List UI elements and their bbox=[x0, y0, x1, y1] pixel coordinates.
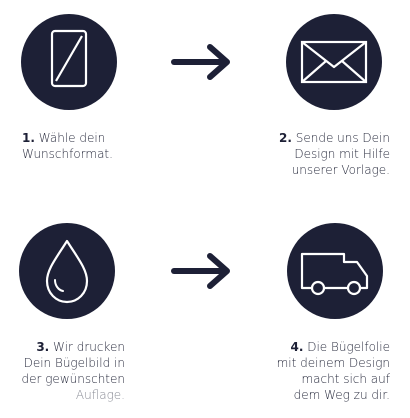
step-line: mit deinem Design bbox=[276, 356, 390, 370]
step-line: Dein Bügelbild in bbox=[23, 356, 125, 370]
step-number: 1. bbox=[22, 131, 35, 145]
step-line: Die Bügelfolie bbox=[303, 340, 390, 354]
step-line: Design mit Hilfe bbox=[294, 147, 390, 161]
step-2-circle bbox=[286, 14, 382, 110]
step-3-circle bbox=[19, 223, 115, 319]
step-line: Wir drucken bbox=[49, 340, 125, 354]
arrow-right-icon bbox=[171, 44, 230, 80]
step-4-circle bbox=[287, 223, 383, 319]
step-1-text: 1. Wähle dein Wunschformat. bbox=[22, 130, 172, 162]
step-line: dem Weg zu dir. bbox=[293, 388, 390, 402]
step-line: Auflage. bbox=[75, 388, 125, 402]
step-line: macht sich auf bbox=[301, 372, 390, 386]
envelope-icon bbox=[300, 40, 368, 84]
step-line: unserer Vorlage. bbox=[291, 163, 390, 177]
step-4-text: 4. Die Bügelfolie mit deinem Design mach… bbox=[240, 339, 390, 403]
step-line: Wunschformat. bbox=[22, 147, 113, 161]
step-line: der gewünschten bbox=[21, 372, 125, 386]
format-icon bbox=[50, 29, 88, 88]
step-line: Sende uns Dein bbox=[291, 131, 390, 145]
drop-icon bbox=[45, 239, 89, 304]
truck-icon bbox=[300, 252, 369, 296]
arrow-right-icon bbox=[171, 253, 230, 289]
step-line: Wähle dein bbox=[34, 131, 106, 145]
step-number: 2. bbox=[279, 131, 292, 145]
step-3-text: 3. Wir drucken Dein Bügelbild in der gew… bbox=[0, 339, 125, 403]
step-number: 4. bbox=[290, 340, 304, 354]
step-number: 3. bbox=[36, 340, 50, 354]
step-1-circle bbox=[21, 14, 117, 110]
step-2-text: 2. Sende uns Dein Design mit Hilfe unser… bbox=[240, 130, 390, 178]
